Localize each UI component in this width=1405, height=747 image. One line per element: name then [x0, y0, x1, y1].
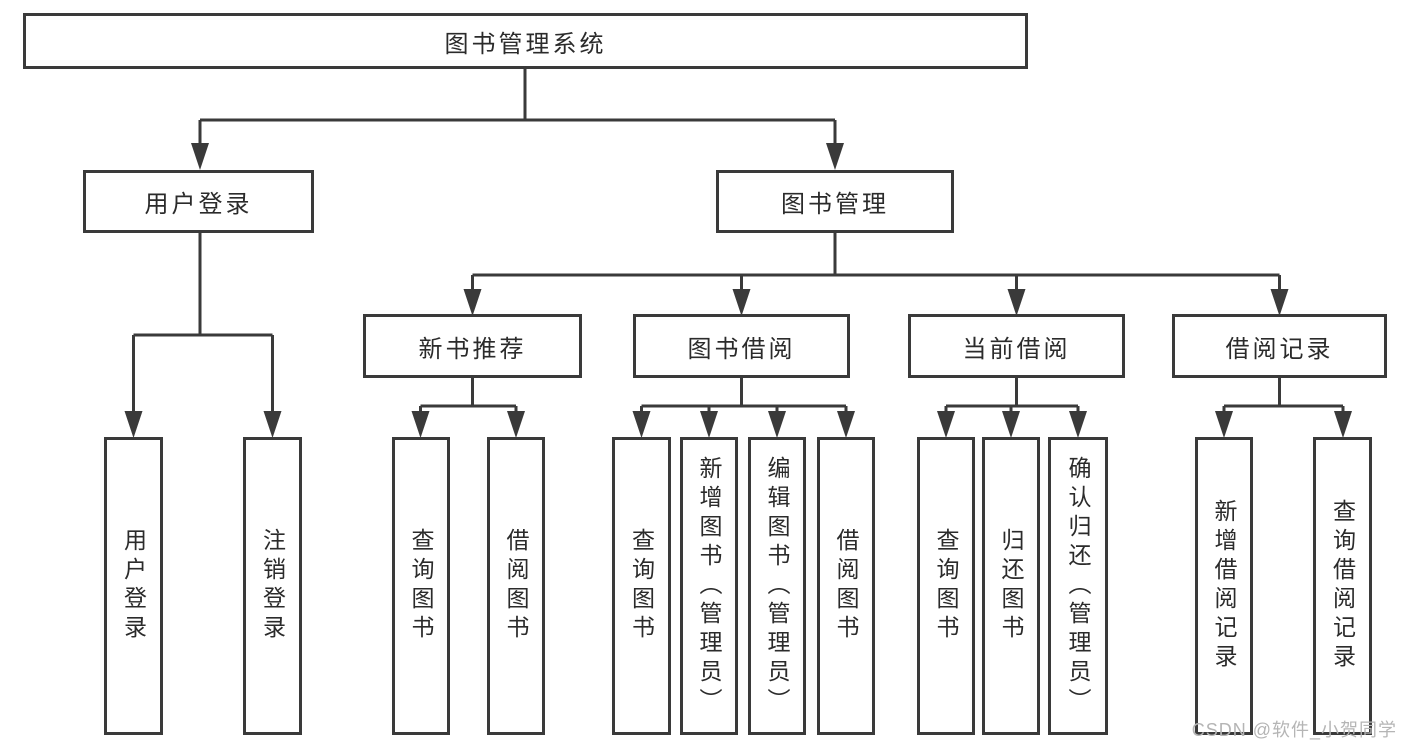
node-label: 图书管理系统 [444, 30, 607, 58]
leaf-borrow-books-recommend: 借阅图书 [487, 437, 545, 735]
leaf-label: 用户登录 [120, 528, 147, 644]
leaf-borrow-books-borrowing: 借阅图书 [817, 437, 875, 735]
leaf-return-books: 归还图书 [982, 437, 1040, 735]
leaf-label: 编辑图书（管理员） [764, 455, 790, 717]
node-user-login: 用户登录 [83, 170, 314, 233]
leaf-label: 查询借阅记录 [1329, 499, 1356, 673]
leaf-label: 查询图书 [628, 528, 655, 644]
node-borrowing-records: 借阅记录 [1172, 314, 1387, 378]
leaf-add-borrow-record: 新增借阅记录 [1195, 437, 1253, 735]
leaf-query-books-recommend: 查询图书 [392, 437, 450, 735]
leaf-logout: 注销登录 [243, 437, 302, 735]
node-label: 新书推荐 [418, 335, 527, 363]
node-book-borrowing: 图书借阅 [633, 314, 850, 378]
leaf-confirm-return-admin: 确认归还（管理员） [1048, 437, 1108, 735]
csdn-watermark: CSDN @软件_小贺同学 [1191, 720, 1397, 740]
leaf-add-books-admin: 新增图书（管理员） [680, 437, 738, 735]
node-current-borrowing: 当前借阅 [908, 314, 1125, 378]
leaf-label: 借阅图书 [503, 528, 529, 644]
leaf-label: 新增借阅记录 [1211, 499, 1237, 673]
leaf-query-books-current: 查询图书 [917, 437, 975, 735]
leaf-label: 新增图书（管理员） [696, 455, 722, 717]
leaf-label: 注销登录 [259, 528, 286, 644]
leaf-label: 查询图书 [933, 528, 959, 644]
node-label: 当前借阅 [962, 335, 1071, 363]
node-new-book-recommend: 新书推荐 [363, 314, 582, 378]
leaf-label: 确认归还（管理员） [1065, 455, 1091, 717]
leaf-label: 归还图书 [998, 528, 1024, 644]
node-library-management-system: 图书管理系统 [23, 13, 1028, 69]
leaf-query-borrow-record: 查询借阅记录 [1313, 437, 1372, 735]
node-book-management: 图书管理 [716, 170, 954, 233]
leaf-label: 查询图书 [408, 528, 434, 644]
leaf-label: 借阅图书 [833, 528, 859, 644]
leaf-edit-books-admin: 编辑图书（管理员） [748, 437, 806, 735]
node-label: 借阅记录 [1225, 335, 1334, 363]
node-label: 图书管理 [781, 191, 889, 218]
node-label: 用户登录 [144, 191, 253, 218]
leaf-user-login: 用户登录 [104, 437, 163, 735]
node-label: 图书借阅 [687, 335, 796, 363]
leaf-query-books-borrowing: 查询图书 [612, 437, 671, 735]
